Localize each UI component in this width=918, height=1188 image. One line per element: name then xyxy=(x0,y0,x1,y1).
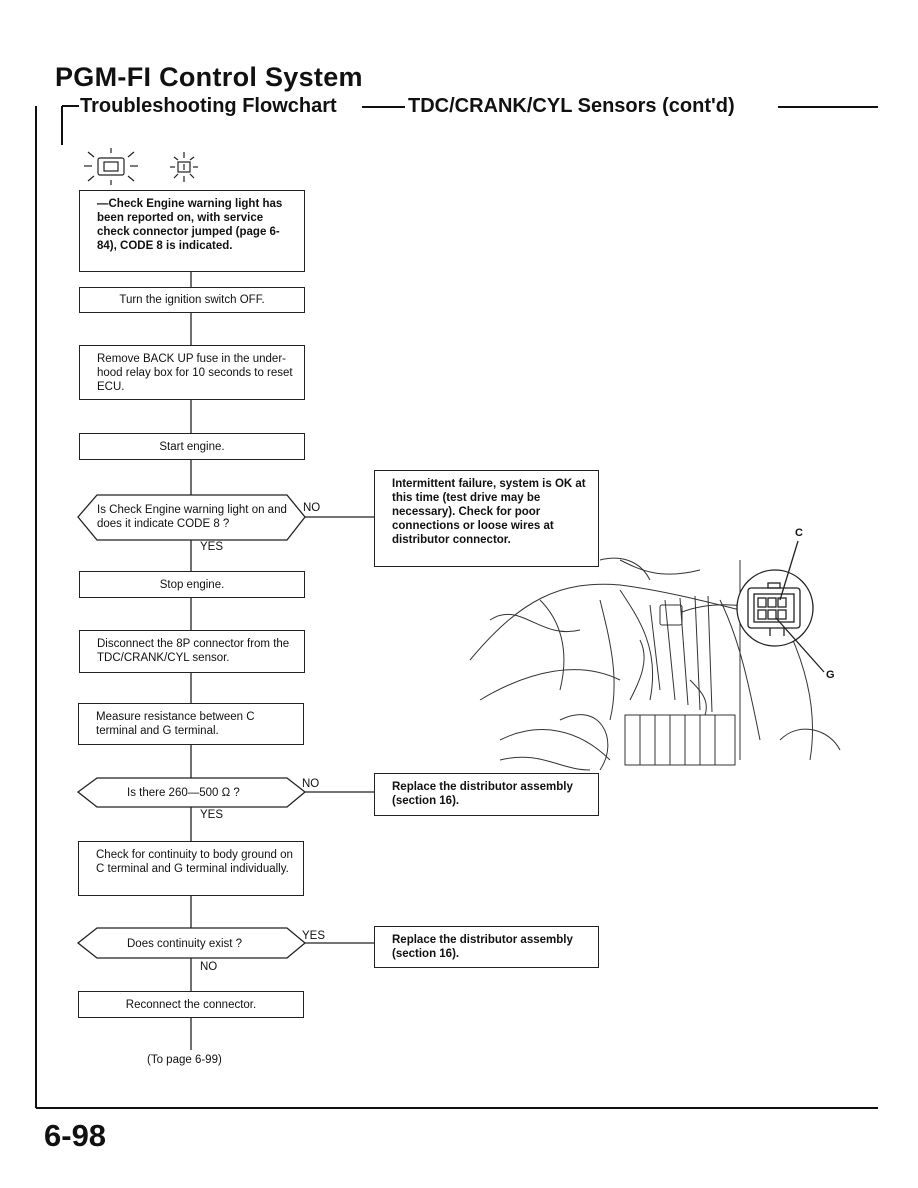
decision-shape xyxy=(76,927,307,959)
step-ignition-off-text: Turn the ignition switch OFF. xyxy=(119,294,265,306)
decision-light-no-label: NO xyxy=(303,502,321,514)
decision-shape xyxy=(76,777,307,808)
step-reconnect-box: Reconnect the connector. xyxy=(78,991,304,1018)
check-engine-icon xyxy=(84,148,138,185)
step-reconnect-text: Reconnect the connector. xyxy=(125,998,257,1011)
result-replace-2-box: Replace the distributor assembly (sectio… xyxy=(374,926,599,968)
step-start-engine-box: Start engine. xyxy=(79,433,305,460)
step-ignition-off-box: Turn the ignition switch OFF. xyxy=(79,287,305,313)
decision-light-text: Is Check Engine warning light on and doe… xyxy=(97,504,287,530)
decision-continuity-yes-label: YES xyxy=(302,930,326,942)
start-condition-text: —Check Engine warning light has been rep… xyxy=(97,198,283,252)
step-remove-fuse-box: Remove BACK UP fuse in the under-hood re… xyxy=(79,345,305,400)
section-title: TDC/CRANK/CYL Sensors (cont'd) xyxy=(408,95,735,117)
result-replace-1-text: Replace the distributor assembly (sectio… xyxy=(392,781,573,807)
decision-resistance-text: Is there 260—500 Ω ? xyxy=(127,787,240,799)
distributor-illustration xyxy=(469,557,841,771)
step-measure-box: Measure resistance between C terminal an… xyxy=(78,703,304,745)
step-stop-engine-text: Stop engine. xyxy=(159,578,225,591)
decision-continuity-text: Does continuity exist ? xyxy=(127,938,243,950)
connector-detail xyxy=(736,540,825,673)
step-disconnect-text: Disconnect the 8P connector from the TDC… xyxy=(97,638,290,664)
result-replace-2-text: Replace the distributor assembly (sectio… xyxy=(392,934,573,960)
start-condition-box: —Check Engine warning light has been rep… xyxy=(79,190,305,272)
page-number: 6-98 xyxy=(44,1118,107,1153)
decision-light-yes-label: YES xyxy=(200,541,224,553)
step-continuity-box: Check for continuity to body ground on C… xyxy=(78,841,304,896)
step-disconnect-box: Disconnect the 8P connector from the TDC… xyxy=(79,630,305,673)
terminal-g-callout: G xyxy=(826,669,835,681)
step-start-engine-text: Start engine. xyxy=(159,440,225,453)
step-stop-engine-box: Stop engine. xyxy=(79,571,305,598)
service-connector-icon xyxy=(170,152,198,182)
flowchart-subtitle: Troubleshooting Flowchart xyxy=(80,95,337,117)
page-title: PGM-FI Control System xyxy=(55,62,363,92)
result-replace-1-box: Replace the distributor assembly (sectio… xyxy=(374,773,599,816)
decision-resistance-no-label: NO xyxy=(302,778,320,790)
step-continuity-text: Check for continuity to body ground on C… xyxy=(96,849,293,875)
step-measure-text: Measure resistance between C terminal an… xyxy=(96,711,255,737)
terminal-c-callout: C xyxy=(795,527,803,539)
to-page-reference: (To page 6-99) xyxy=(147,1054,222,1066)
decision-shape xyxy=(77,494,306,541)
result-intermittent-text: Intermittent failure, system is OK at th… xyxy=(392,478,586,546)
result-intermittent-box: Intermittent failure, system is OK at th… xyxy=(374,470,599,567)
decision-resistance-yes-label: YES xyxy=(200,809,224,821)
step-remove-fuse-text: Remove BACK UP fuse in the under-hood re… xyxy=(97,353,293,393)
decision-continuity-no-label: NO xyxy=(200,961,218,973)
